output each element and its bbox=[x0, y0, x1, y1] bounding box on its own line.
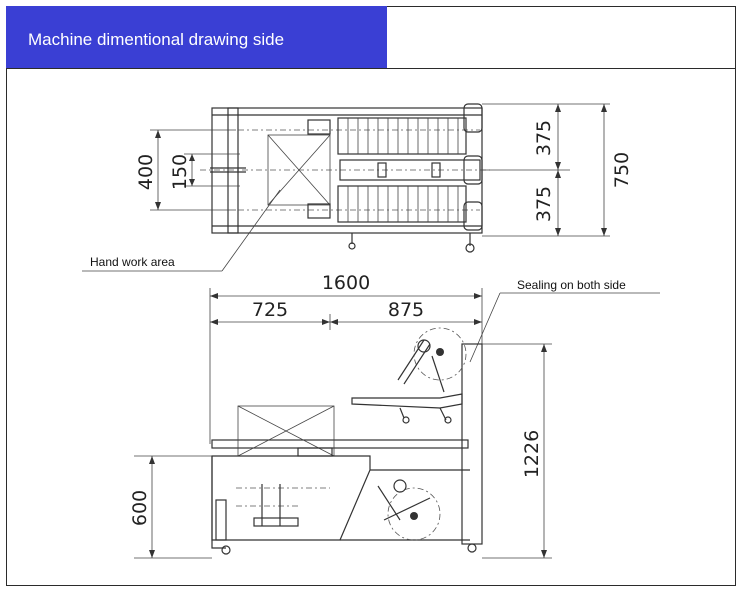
top-view-left-dims bbox=[150, 129, 240, 211]
sealing-leader bbox=[469, 292, 501, 363]
title-bar: Machine dimentional drawing side bbox=[6, 6, 387, 68]
side-view bbox=[211, 327, 483, 555]
top-view-right-dims bbox=[482, 103, 610, 237]
hand-work-area-leader bbox=[221, 189, 281, 272]
dim-725: 725 bbox=[252, 299, 288, 321]
dim-875: 875 bbox=[388, 299, 424, 321]
dim-400: 400 bbox=[135, 154, 157, 190]
sealing-column bbox=[461, 343, 483, 545]
hand-work-area-label: Hand work area bbox=[90, 255, 175, 269]
dim-1600: 1600 bbox=[322, 272, 370, 294]
top-view bbox=[200, 103, 490, 253]
top-view-frame bbox=[211, 107, 483, 234]
dim-750: 750 bbox=[611, 152, 633, 188]
sealing-label: Sealing on both side bbox=[517, 278, 626, 292]
side-view-right-dims bbox=[482, 343, 552, 559]
dim-600: 600 bbox=[129, 490, 151, 526]
side-view-top-dims bbox=[209, 288, 483, 444]
dim-375-bottom: 375 bbox=[533, 186, 555, 222]
dim-375-top: 375 bbox=[533, 120, 555, 156]
header-divider bbox=[6, 68, 736, 69]
side-view-left-dims bbox=[134, 455, 212, 559]
dim-150: 150 bbox=[169, 154, 191, 190]
dim-1226: 1226 bbox=[521, 430, 543, 478]
page-title: Machine dimentional drawing side bbox=[28, 30, 285, 49]
